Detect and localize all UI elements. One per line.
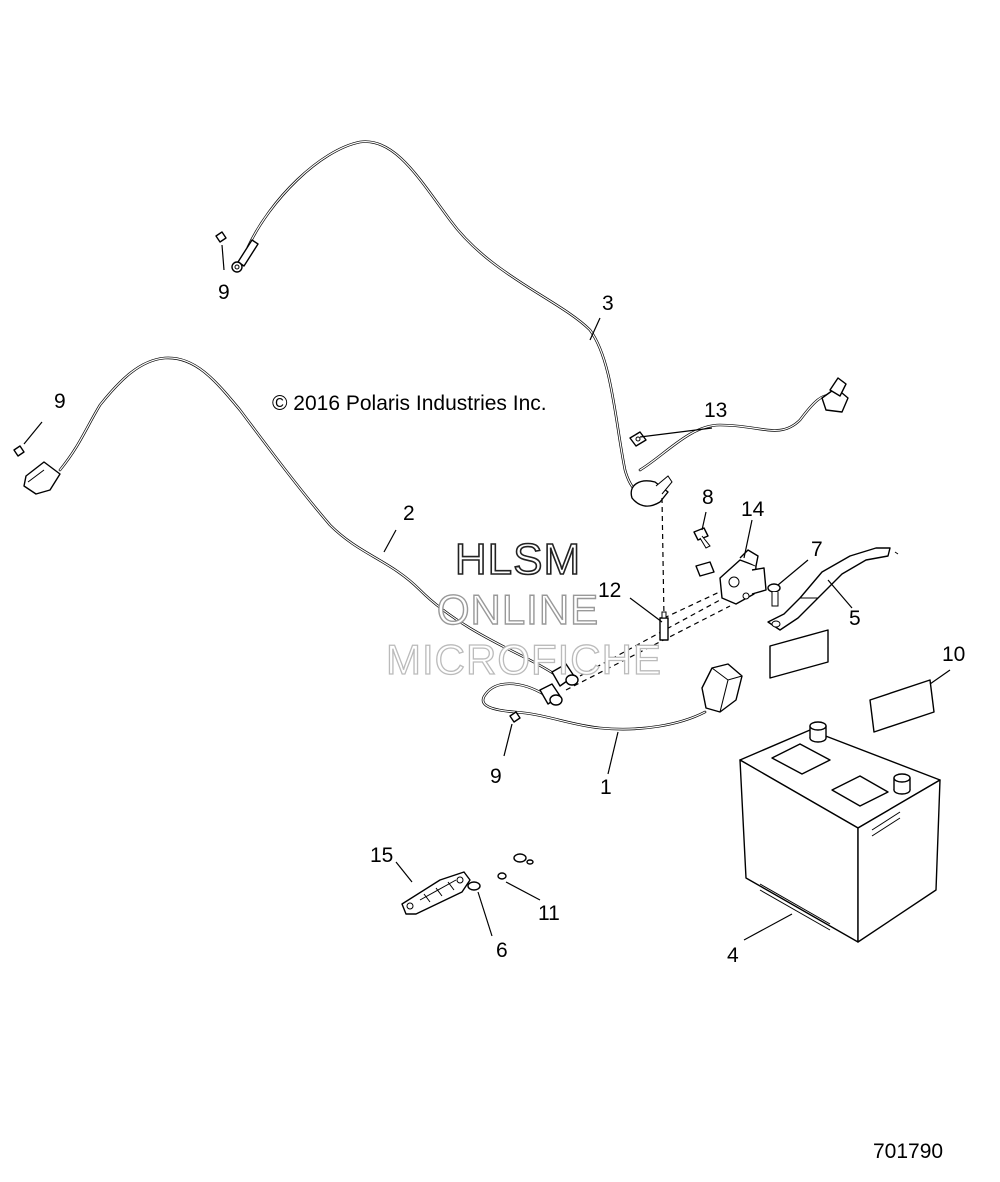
callout-9-left: 9 (54, 390, 66, 413)
watermark-line-3: MICROFICHE (386, 636, 662, 683)
assembly-lines (565, 497, 731, 691)
pad-10 (869, 679, 935, 733)
callout-labels: 1 2 3 4 5 6 7 8 9 9 9 10 11 12 13 14 15 (54, 281, 965, 967)
watermark-line-2: ONLINE (437, 586, 599, 633)
callout-5: 5 (849, 607, 861, 630)
bolt-8 (693, 527, 711, 549)
callout-15: 15 (370, 844, 393, 867)
callout-6: 6 (496, 939, 508, 962)
copyright-text: © 2016 Polaris Industries Inc. (272, 392, 547, 415)
cable-1 (481, 663, 743, 731)
callout-13: 13 (704, 399, 727, 422)
cable-3 (231, 140, 849, 507)
relay-14 (695, 549, 767, 605)
callout-3: 3 (602, 292, 614, 315)
bolt-7 (767, 583, 781, 607)
watermark: HLSM ONLINE MICROFICHE (385, 534, 662, 683)
cable-2 (23, 356, 579, 687)
callout-14: 14 (741, 498, 765, 521)
callout-8: 8 (702, 486, 714, 509)
callout-10: 10 (942, 643, 965, 666)
callout-9-top: 9 (218, 281, 230, 304)
callout-2: 2 (403, 502, 415, 525)
callout-4: 4 (727, 944, 739, 967)
strap-5 (767, 547, 899, 631)
stud-12 (659, 611, 669, 641)
leader-lines (23, 244, 951, 941)
callout-9-bottom: 9 (490, 765, 502, 788)
nuts-9 (13, 231, 521, 723)
module-15 (401, 871, 471, 915)
callout-7: 7 (811, 538, 823, 561)
fasteners-6-11 (467, 853, 534, 891)
callout-12: 12 (598, 579, 621, 602)
battery-4 (739, 721, 941, 943)
callout-11: 11 (538, 902, 560, 925)
document-number: 701790 (873, 1140, 943, 1163)
pad (769, 629, 829, 679)
callout-1: 1 (600, 776, 612, 799)
watermark-line-1: HLSM (455, 535, 581, 584)
nut-13 (629, 431, 647, 447)
